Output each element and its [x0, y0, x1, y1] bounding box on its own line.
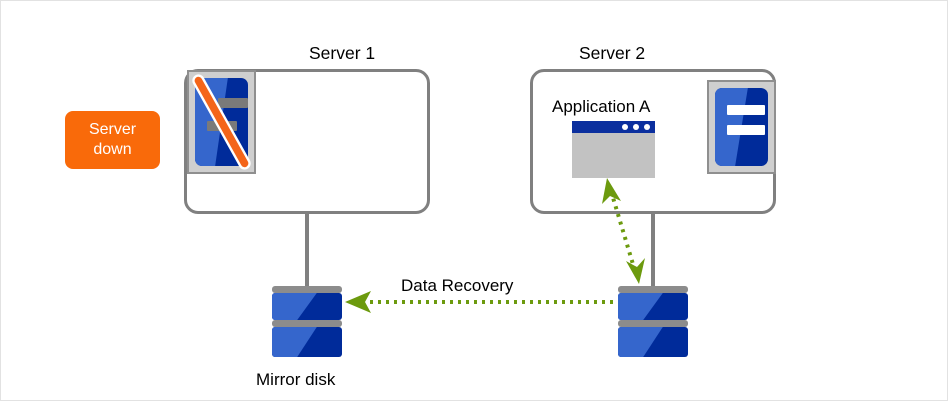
server-down-badge-line1: Server	[88, 121, 137, 138]
disk-right-body-top	[618, 293, 688, 320]
server-active-icon	[707, 80, 776, 174]
mirror-disk-label: Mirror disk	[256, 370, 336, 389]
disk-left-band-top	[272, 286, 342, 293]
server1-disk-connector	[305, 214, 309, 288]
disk-left-band-mid	[272, 320, 342, 327]
server-active-icon-bar-bottom	[727, 125, 765, 135]
disk-left-body-top	[272, 293, 342, 320]
server2-disk-connector	[651, 214, 655, 288]
server-active-icon-body	[715, 88, 768, 166]
server-down-icon-bar-top	[218, 98, 248, 108]
disk-right-body-bottom	[618, 327, 688, 357]
disk-left-body-bottom	[272, 327, 342, 357]
application-window-titlebar	[572, 121, 655, 133]
server-down-icon-body	[195, 78, 248, 166]
server-down-icon-bar-bottom	[207, 121, 237, 131]
server1-title: Server 1	[309, 43, 376, 63]
server-down-badge-line2: down	[93, 141, 132, 158]
window-dot-1	[622, 124, 628, 130]
disk-right-band-top	[618, 286, 688, 293]
application-window-icon	[572, 121, 655, 178]
mirror-disk-right-icon	[618, 286, 688, 361]
window-dot-3	[644, 124, 650, 130]
application-a-label: Application A	[552, 97, 651, 116]
mirror-disk-left-icon	[272, 286, 342, 361]
disk-right-band-mid	[618, 320, 688, 327]
server-down-icon	[187, 70, 256, 174]
window-dot-2	[633, 124, 639, 130]
data-recovery-label: Data Recovery	[401, 276, 514, 295]
server-active-icon-bar-top	[727, 105, 765, 115]
server2-title: Server 2	[579, 43, 646, 63]
server-down-badge: Server down	[65, 111, 160, 169]
